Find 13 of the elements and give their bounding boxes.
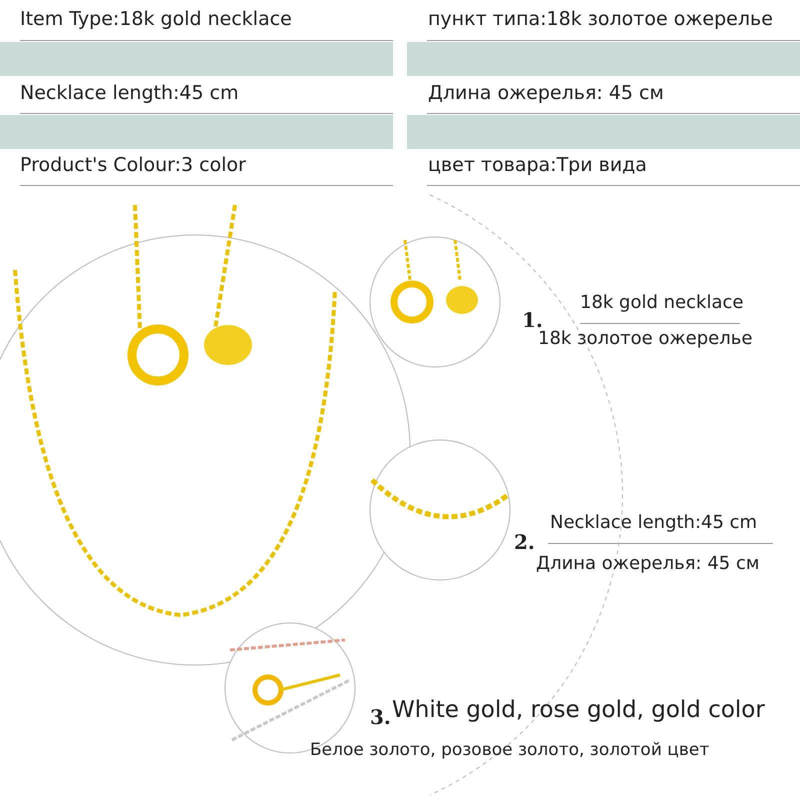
callout-caption: 18k gold necklace [580, 292, 744, 313]
table-cell-text: Product's Colour:3 color [20, 154, 246, 176]
callout-caption: Длина ожерелья: 45 см [536, 553, 760, 574]
table-cell-text: Necklace length:45 cm [20, 82, 239, 104]
callout-number: 3. [370, 705, 391, 729]
callout-caption: Белое золото, розовое золото, золотой цвет [310, 740, 710, 760]
table-cell-text: цвет товара:Три вида [428, 154, 647, 176]
table-cell-text: пункт типа:18k золотое ожерелье [428, 8, 773, 30]
table-cell-text: Item Type:18k gold necklace [20, 8, 292, 30]
callout-number: 2. [514, 530, 535, 554]
table-cell-text: Длина ожерелья: 45 см [428, 82, 664, 104]
callout-caption: Necklace length:45 cm [550, 512, 758, 533]
callout-caption: White gold, rose gold, gold color [392, 697, 765, 723]
